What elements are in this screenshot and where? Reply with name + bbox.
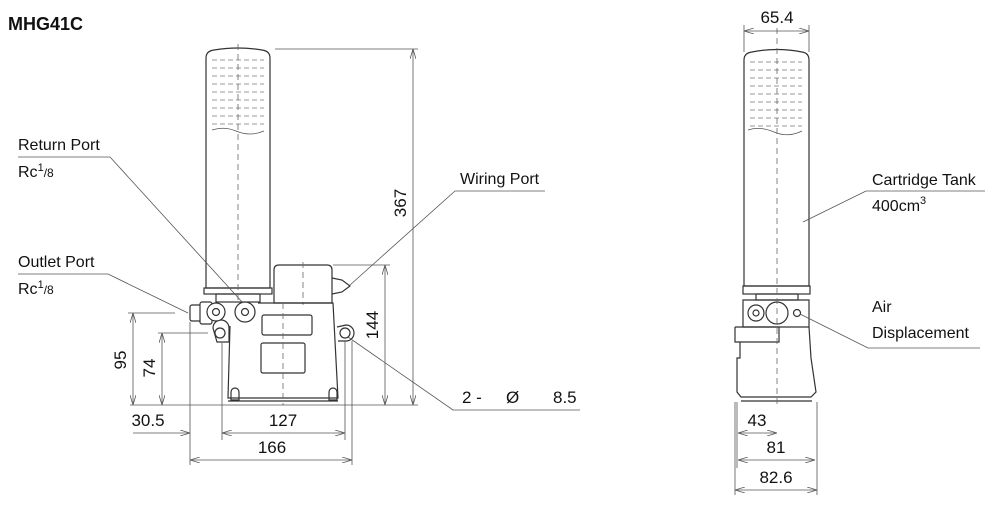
side-body bbox=[734, 299, 817, 402]
cartridge-tank-volume: 400cm3 bbox=[872, 195, 926, 215]
dim-65-4: 65.4 bbox=[760, 8, 793, 27]
return-port-label: Return Port bbox=[18, 137, 100, 154]
dim-367: 367 bbox=[391, 189, 410, 217]
wiring-port-label: Wiring Port bbox=[460, 171, 540, 188]
hole-size: 8.5 bbox=[553, 388, 577, 407]
cartridge-tank-label: Cartridge Tank bbox=[872, 172, 977, 189]
dim-43: 43 bbox=[748, 411, 767, 430]
front-dimensions: 367 144 95 74 30.5 127 166 bbox=[111, 48, 418, 465]
front-view: Return Port Rc1/8 Outlet Port Rc1/8 Wiri… bbox=[18, 44, 580, 465]
return-port-thread: Rc1/8 bbox=[18, 162, 54, 181]
outlet-port-thread: Rc1/8 bbox=[18, 279, 54, 298]
mount-hole-callout: 2 - Ø 8.5 bbox=[347, 336, 580, 411]
motor-box bbox=[273, 262, 351, 305]
hole-count: 2 - bbox=[462, 388, 482, 407]
side-view: Cartridge Tank 400cm3 Air Displacement 6… bbox=[734, 8, 985, 495]
dim-144: 144 bbox=[363, 311, 382, 339]
side-dimensions: 65.4 43 81 82.6 bbox=[734, 8, 818, 495]
return-port-callout: Return Port Rc1/8 bbox=[18, 137, 244, 304]
cartridge-tank-callout: Cartridge Tank 400cm3 bbox=[802, 172, 985, 223]
wiring-port-callout: Wiring Port bbox=[349, 171, 545, 286]
dim-82-6: 82.6 bbox=[759, 468, 792, 487]
air-label: Air bbox=[872, 299, 892, 316]
mount-hole-left bbox=[214, 327, 226, 339]
dim-81: 81 bbox=[767, 438, 786, 457]
dim-95: 95 bbox=[111, 351, 130, 370]
diameter-symbol: Ø bbox=[506, 388, 519, 407]
dim-127: 127 bbox=[269, 411, 297, 430]
dim-30-5: 30.5 bbox=[131, 411, 164, 430]
port-fittings bbox=[189, 301, 256, 325]
model-title: MHG41C bbox=[8, 14, 83, 34]
pump-body bbox=[212, 302, 355, 402]
dim-74: 74 bbox=[140, 359, 159, 378]
air-displacement-callout: Air Displacement bbox=[799, 299, 980, 349]
outlet-port-callout: Outlet Port Rc1/8 bbox=[18, 254, 189, 314]
dim-166: 166 bbox=[258, 438, 286, 457]
mount-hole-right bbox=[339, 327, 351, 339]
cartridge-tank-side bbox=[742, 48, 811, 301]
outlet-port-label: Outlet Port bbox=[18, 254, 95, 271]
displacement-label: Displacement bbox=[872, 325, 969, 342]
